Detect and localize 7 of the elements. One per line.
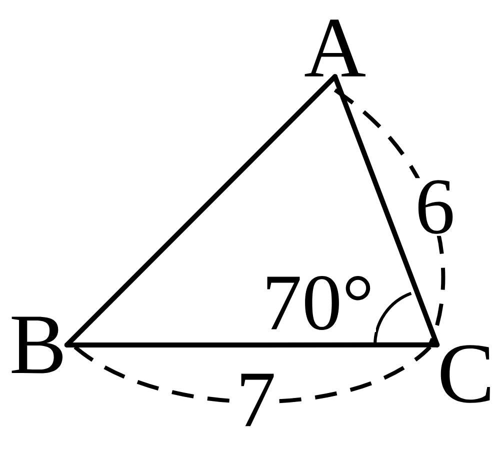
vertex-label: C <box>440 345 490 403</box>
vertex-label: B <box>12 316 62 374</box>
vertex-label: A <box>304 20 366 76</box>
triangle-side <box>64 342 440 348</box>
measure-label: 6 <box>413 178 457 236</box>
measure-label: 70° <box>260 274 376 332</box>
measure-label: 7 <box>234 372 278 428</box>
